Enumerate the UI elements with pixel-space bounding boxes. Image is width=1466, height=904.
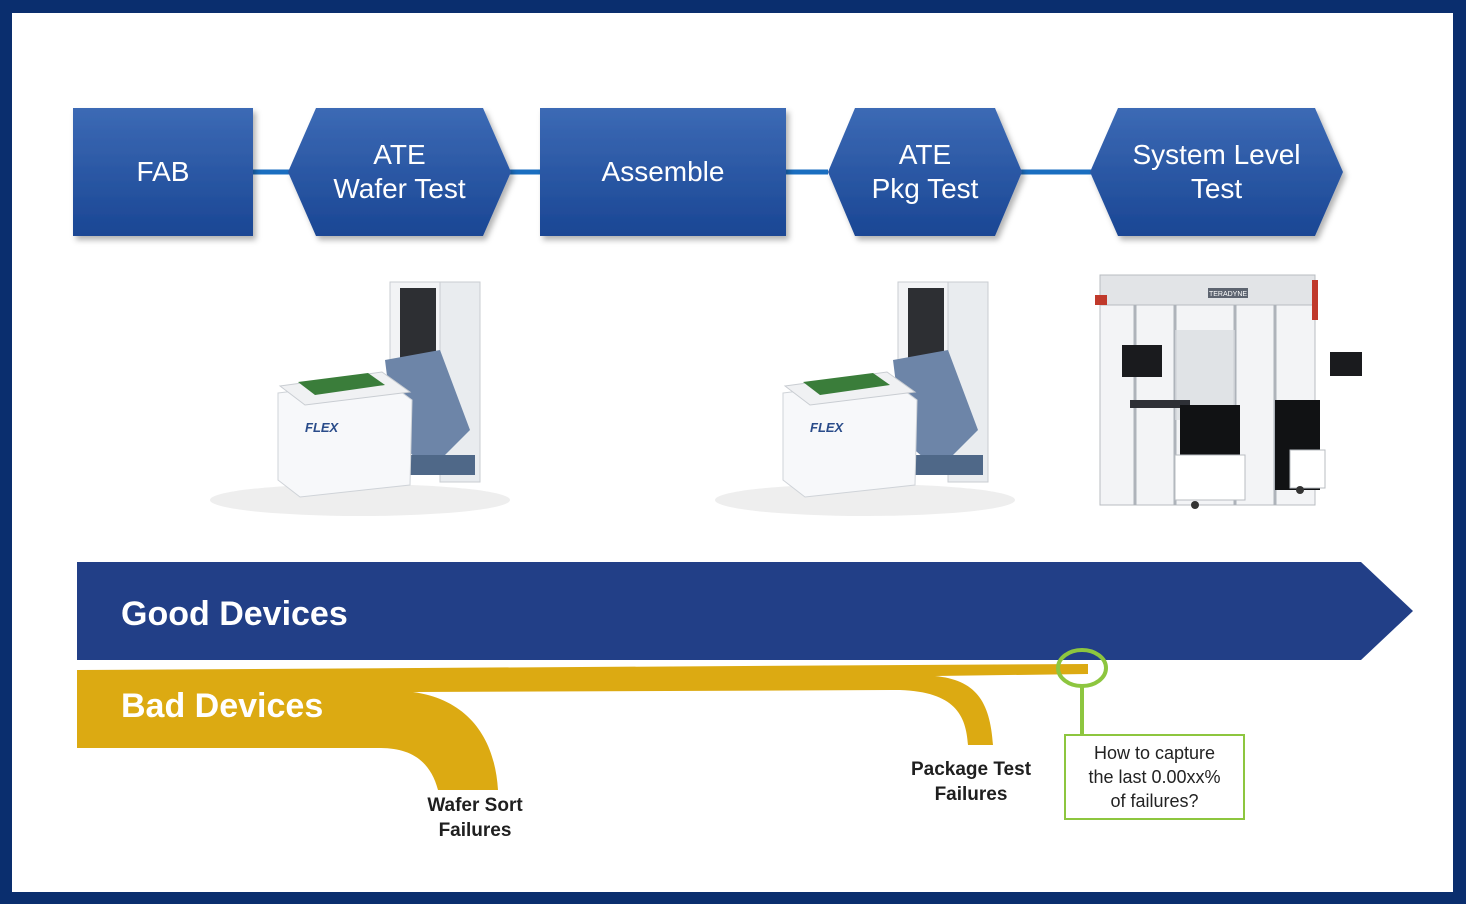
good-devices-label: Good Devices xyxy=(121,595,348,633)
step-assemble-shape xyxy=(540,108,786,236)
system-level-test-cell-image: TERADYNE xyxy=(1095,274,1362,509)
step-ate-pkg-test-label: ATE Pkg Test xyxy=(871,139,979,204)
callout-box: How to capture the last 0.00xx% of failu… xyxy=(1064,734,1245,820)
step-system-level-test-shape xyxy=(1090,108,1343,236)
wafer-handler-badge: FLEX xyxy=(305,420,340,435)
package-test-handler-image: FLEX xyxy=(715,281,1015,516)
slt-cell-badge: TERADYNE xyxy=(1209,291,1247,298)
step-fab-shape xyxy=(73,108,253,236)
package-test-failures-label: Package Test Failures xyxy=(910,759,1032,805)
bad-devices-band xyxy=(77,664,1088,790)
step-fab-label: FAB xyxy=(136,156,190,187)
step-ate-wafer-test-label: ATE Wafer Test xyxy=(333,139,466,204)
bad-devices-label: Bad Devices xyxy=(121,687,324,725)
wafer-test-handler-image: FLEX xyxy=(210,281,510,516)
step-system-level-test-label: System Level Test xyxy=(1132,139,1301,204)
package-handler-badge: FLEX xyxy=(810,420,845,435)
step-assemble-label: Assemble xyxy=(601,156,725,187)
step-ate-pkg-test-shape xyxy=(828,108,1022,236)
good-devices-band xyxy=(77,562,1413,660)
wafer-sort-failures-label: Wafer Sort Failures xyxy=(427,795,523,841)
step-ate-wafer-test-shape xyxy=(288,108,511,236)
